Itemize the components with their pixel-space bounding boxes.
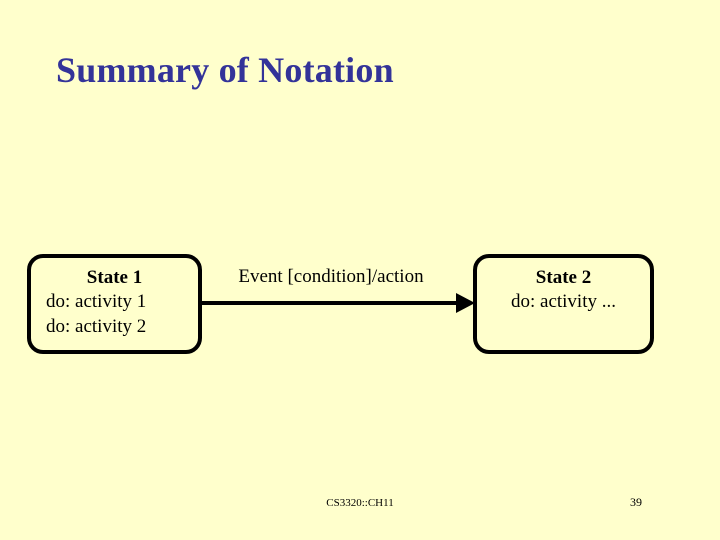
transition-label: Event [condition]/action <box>238 266 424 287</box>
footer-page-number: 39 <box>630 495 642 509</box>
state-2-activity-1: do: activity ... <box>510 291 616 312</box>
state-2-name: State 2 <box>535 267 592 288</box>
state-box-2[interactable]: State 2 do: activity ... <box>473 254 654 354</box>
transition-arrow-line <box>200 301 458 305</box>
state-box-1[interactable]: State 1 do: activity 1 do: activity 2 <box>27 254 202 354</box>
footer-course-label: CS3320::CH11 <box>326 497 394 509</box>
state-1-name: State 1 <box>86 267 143 288</box>
page-title: Summary of Notation <box>56 50 394 90</box>
state-1-activity-2: do: activity 2 <box>46 316 147 337</box>
transition-arrowhead-icon <box>456 293 475 313</box>
state-1-activity-1: do: activity 1 <box>46 291 147 312</box>
